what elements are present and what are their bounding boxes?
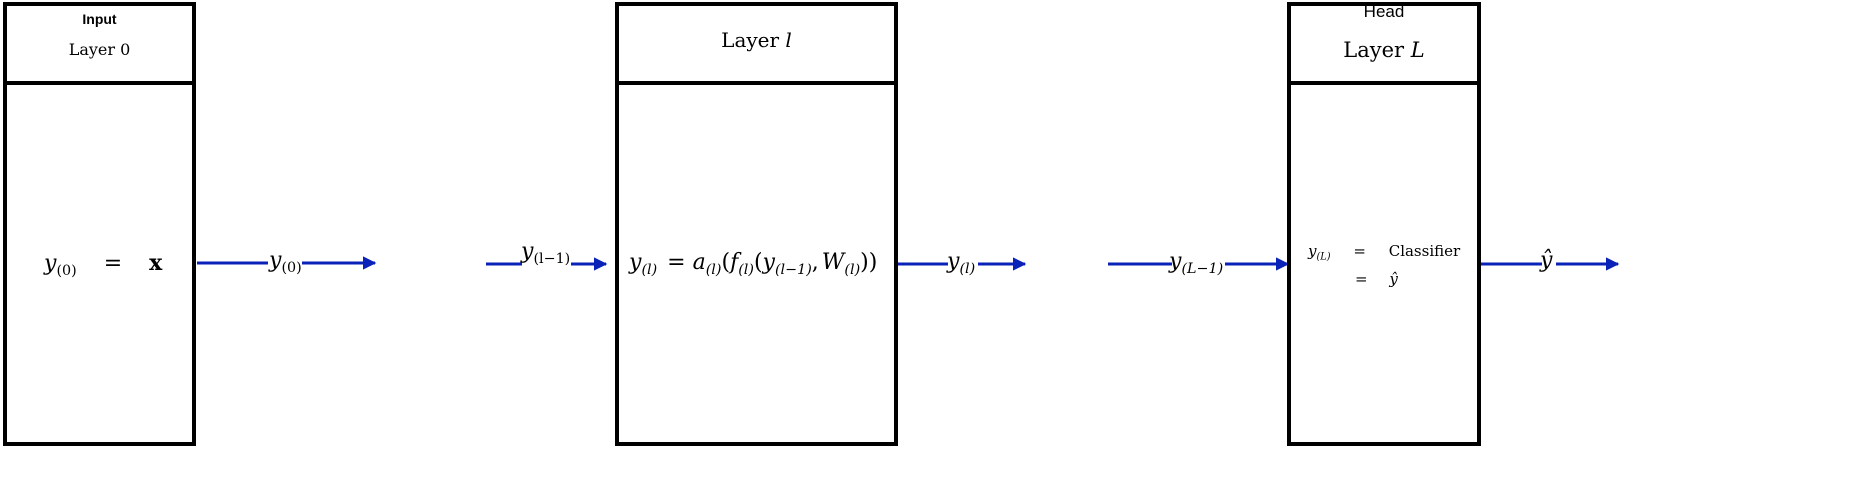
arrow-1-label-sub: (0) bbox=[281, 260, 302, 276]
arrow-5-label: ŷ bbox=[1540, 248, 1553, 273]
head-row1-sub: (L) bbox=[1316, 251, 1331, 263]
eq-y2-sub: (l−1) bbox=[774, 262, 812, 278]
head-title-word: Layer bbox=[1343, 38, 1405, 62]
layer-l-divider bbox=[615, 81, 898, 85]
eq-a-sub: (l) bbox=[705, 262, 722, 278]
head-row2-rhs: ŷ bbox=[1389, 270, 1398, 288]
input-eq-op: = bbox=[103, 251, 123, 276]
arrow-3-label: y(l) bbox=[947, 249, 976, 277]
arrow-4-label: y(L−1) bbox=[1169, 249, 1224, 277]
eq-a: a bbox=[692, 250, 706, 275]
head-layer-box bbox=[1287, 2, 1481, 446]
eq-open1: ( bbox=[721, 250, 731, 275]
arrow-2-label-sub: (l−1) bbox=[533, 251, 571, 267]
input-tag: Input bbox=[82, 11, 117, 27]
head-eq-row-1: y(L) = Classifier bbox=[1308, 242, 1461, 263]
eq-close: )) bbox=[860, 250, 878, 275]
eq-W: W bbox=[821, 250, 845, 275]
head-row2-op: = bbox=[1355, 270, 1368, 288]
eq-y2: y bbox=[762, 250, 775, 275]
head-title-var: L bbox=[1410, 38, 1425, 62]
eq-equals: = bbox=[667, 250, 686, 275]
arrow-1-label: y(0) bbox=[269, 248, 302, 276]
head-layer-title: Layer L bbox=[1287, 38, 1481, 62]
arrow-2-label: y(l−1) bbox=[521, 239, 571, 267]
arrow-1-label-var: y bbox=[269, 248, 282, 273]
head-tag: Head bbox=[1363, 2, 1405, 21]
eq-W-sub: (l) bbox=[844, 262, 861, 278]
input-layer-divider bbox=[3, 81, 196, 85]
arrow-3-label-var: y bbox=[947, 249, 960, 274]
layer-l-equation: y(l) = a(l)(f(l)(y(l−1),W(l))) bbox=[629, 250, 878, 278]
eq-f-sub: (l) bbox=[738, 262, 754, 278]
layer-l-box bbox=[615, 2, 898, 446]
arrow-4-label-var: y bbox=[1169, 249, 1182, 274]
input-equation: y(0) = x bbox=[44, 250, 163, 279]
input-layer-title: Layer 0 bbox=[68, 40, 131, 59]
eq-open2: ( bbox=[753, 250, 763, 275]
input-eq-var: y bbox=[44, 251, 57, 276]
head-eq-row-2: = ŷ bbox=[1355, 270, 1398, 288]
layer-l-title-var: l bbox=[785, 28, 792, 52]
head-row1-var: y bbox=[1308, 242, 1317, 260]
head-layer-divider bbox=[1287, 81, 1481, 85]
input-eq-sub: (0) bbox=[56, 263, 77, 279]
arrow-3-label-sub: (l) bbox=[959, 261, 976, 277]
arrow-2-label-var: y bbox=[521, 239, 534, 264]
input-layer-box bbox=[3, 2, 196, 446]
eq-comma: , bbox=[811, 250, 819, 275]
layer-l-title: Layer l bbox=[615, 28, 898, 52]
eq-f: f bbox=[730, 250, 739, 275]
head-row1-op: = bbox=[1353, 242, 1366, 260]
arrow-4-label-sub: (L−1) bbox=[1181, 261, 1224, 277]
eq-y: y bbox=[629, 250, 642, 275]
layer-l-title-word: Layer bbox=[721, 28, 780, 52]
head-row1-rhs: Classifier bbox=[1388, 242, 1461, 260]
input-eq-rhs: x bbox=[149, 250, 163, 276]
eq-y-sub: (l) bbox=[641, 262, 658, 278]
